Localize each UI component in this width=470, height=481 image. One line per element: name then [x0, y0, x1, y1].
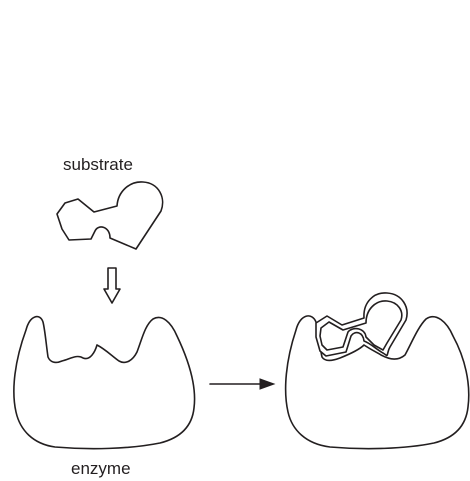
enzyme-shape: [14, 317, 195, 449]
right-arrow-icon: [210, 379, 274, 389]
enzyme-label: enzyme: [71, 459, 131, 478]
hollow-down-arrow-icon: [104, 268, 120, 303]
enzyme-substrate-complex: [286, 293, 469, 449]
free-substrate-shape: [57, 182, 163, 249]
substrate-label: substrate: [63, 155, 133, 174]
